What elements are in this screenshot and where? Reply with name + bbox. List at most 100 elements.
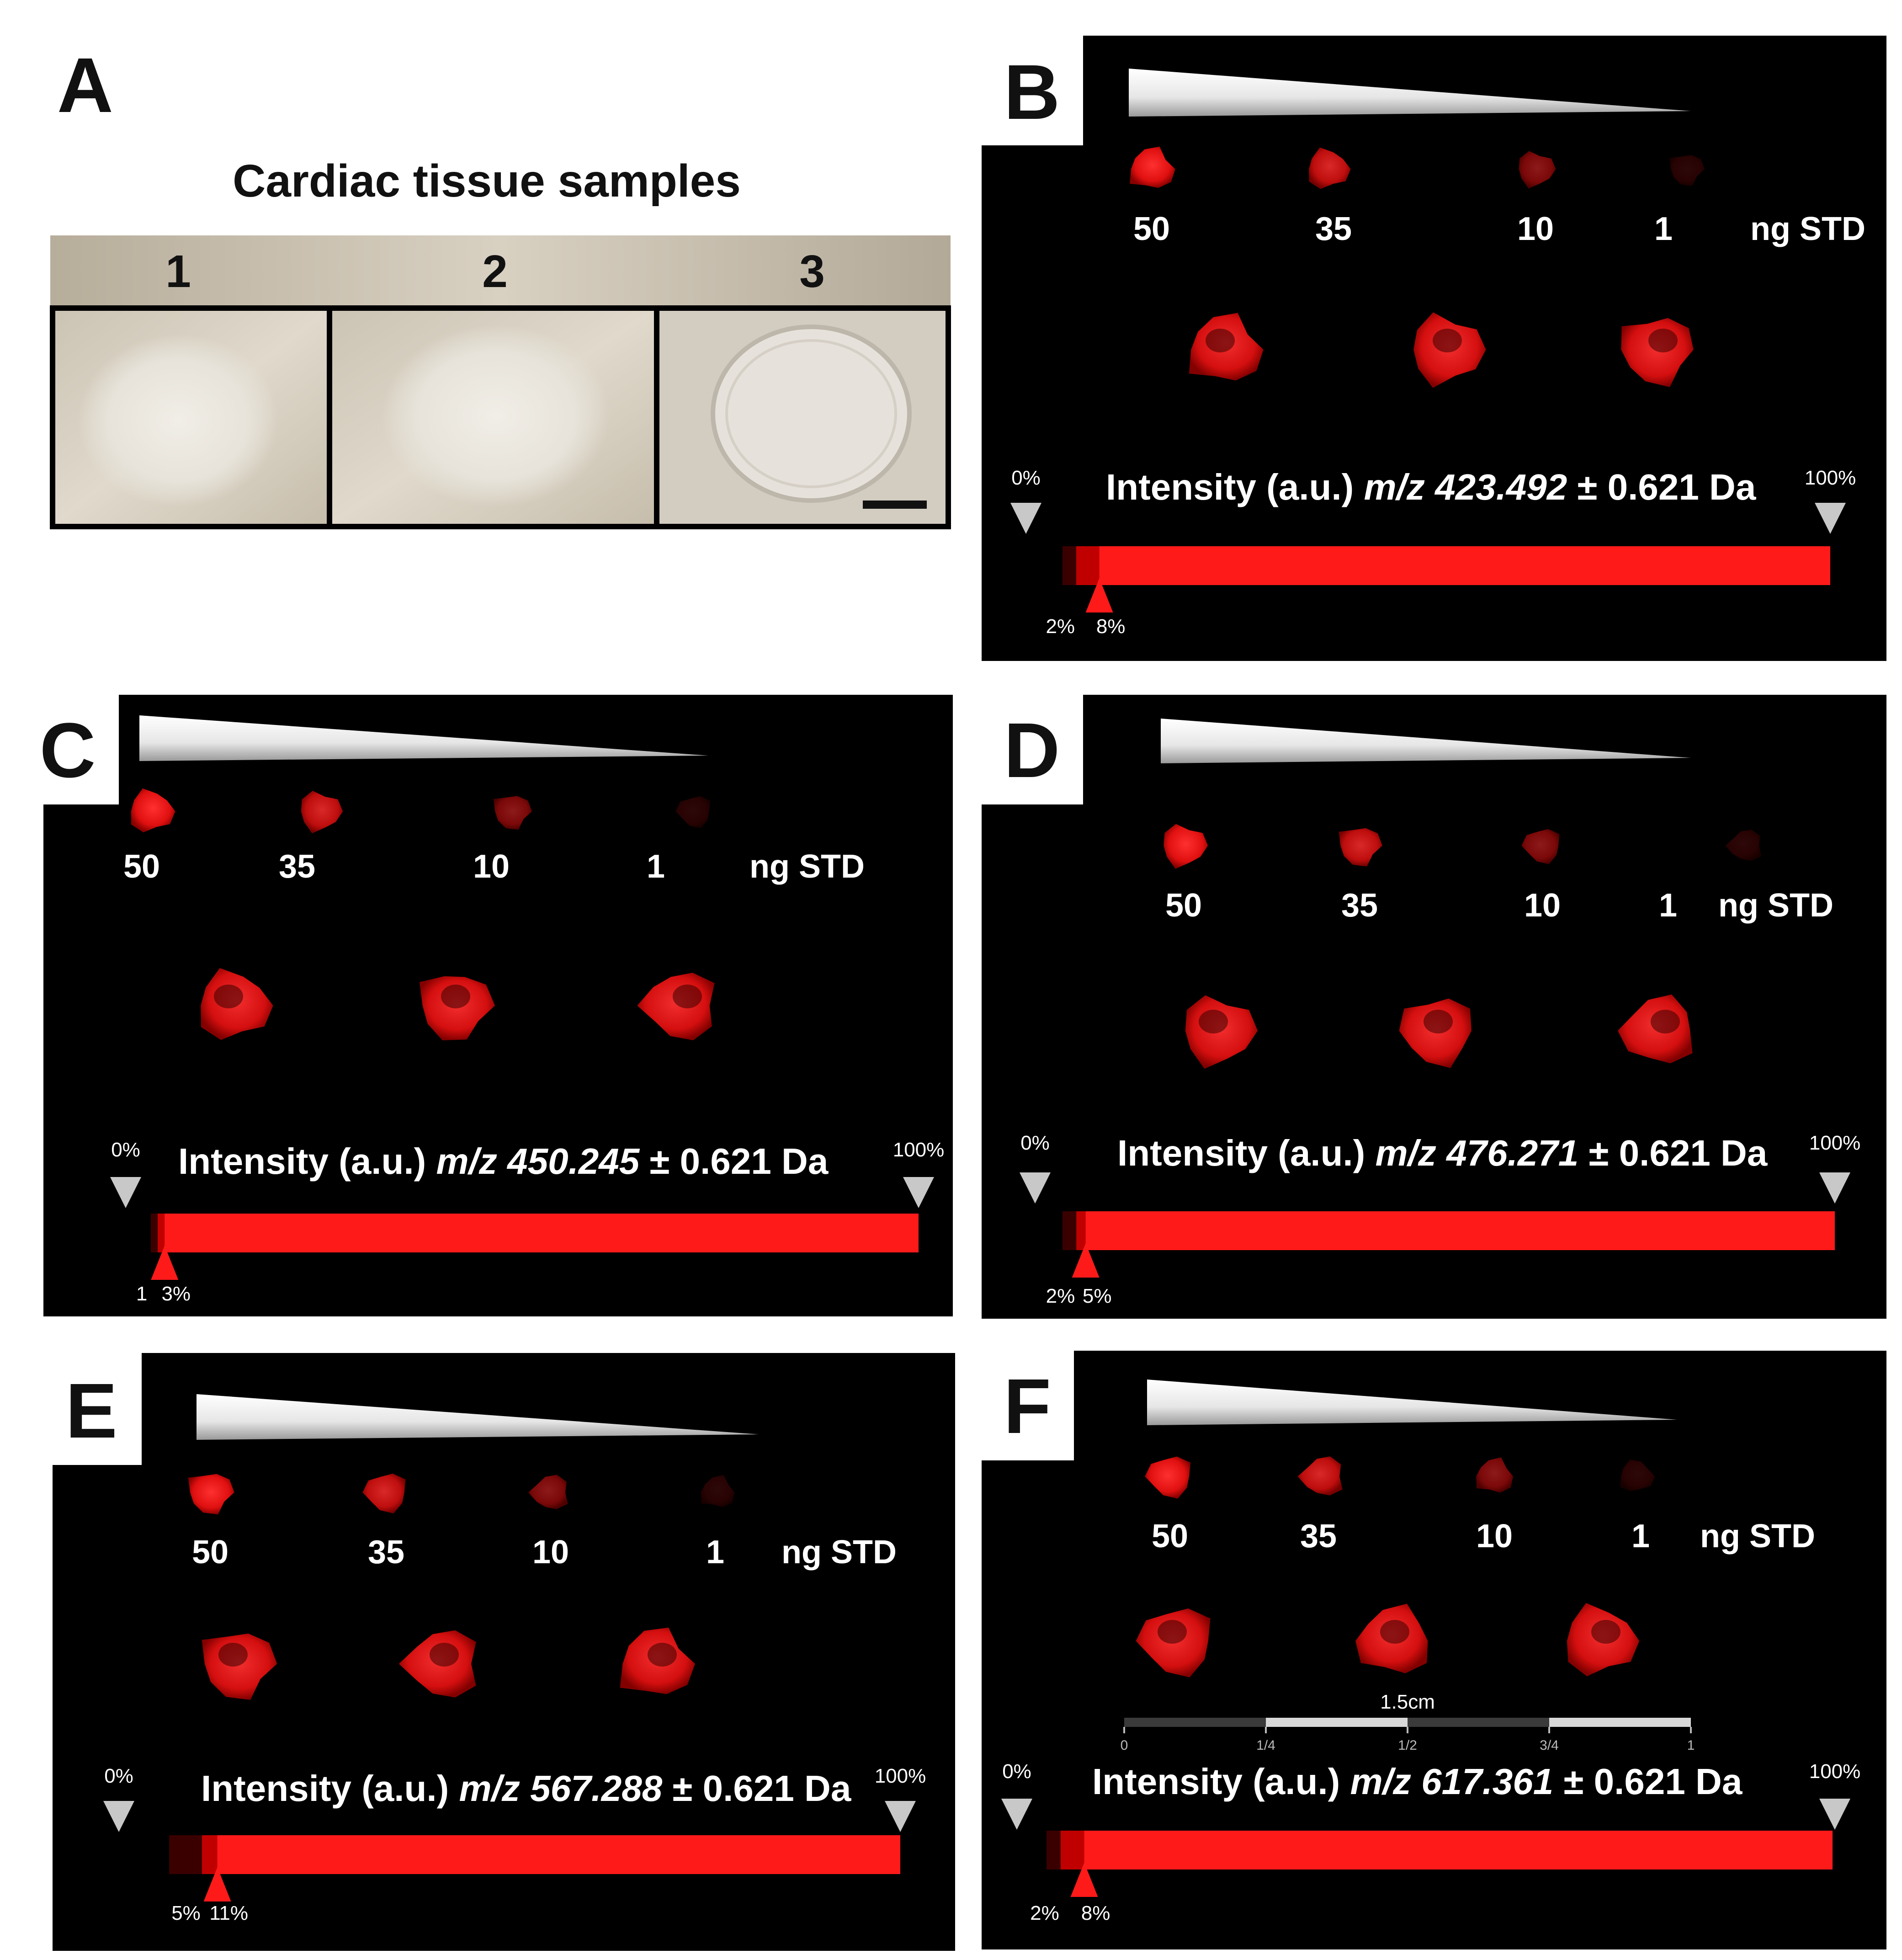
color-bar-ramp-segment xyxy=(202,1835,218,1874)
threshold-label: 5% xyxy=(171,1902,201,1924)
standard-spot-10ng xyxy=(1476,1457,1513,1493)
scale-bar-segment xyxy=(1266,1718,1408,1727)
color-bar-dark-segment xyxy=(1063,1211,1077,1250)
color-bar-ramp-segment xyxy=(1060,1831,1084,1869)
scale-bar-tick-label: 1 xyxy=(1687,1738,1695,1753)
color-bar-dark-segment xyxy=(1063,546,1077,585)
standard-spot-50ng xyxy=(188,1474,234,1515)
concentration-wedge xyxy=(1129,69,1691,117)
scale-min-marker xyxy=(103,1801,134,1832)
concentration-label: 35 xyxy=(1300,1518,1337,1555)
tissue-spot-core xyxy=(430,1643,459,1667)
scale-min-label: 0% xyxy=(1020,1132,1050,1154)
photo-frame xyxy=(50,305,951,529)
panel-letter-c: C xyxy=(40,707,96,794)
panel-letter-b: B xyxy=(1004,49,1060,136)
concentration-wedge xyxy=(1147,1379,1677,1425)
threshold-label: 2% xyxy=(1046,1285,1075,1307)
std-unit-label: ng STD xyxy=(1750,211,1865,247)
scale-max-marker xyxy=(885,1801,916,1832)
threshold-label: 11% xyxy=(209,1902,248,1924)
threshold-label: 3% xyxy=(161,1283,191,1305)
tissue-spot-core xyxy=(673,985,702,1008)
standard-spot-50ng xyxy=(1145,1456,1190,1499)
tissue-spot-core xyxy=(214,985,243,1008)
standard-spot-10ng xyxy=(494,796,532,830)
color-bar-dark-segment xyxy=(169,1835,202,1874)
concentration-label: 35 xyxy=(1341,887,1378,924)
tissue-spot-core xyxy=(1199,1010,1228,1033)
scale-max-marker xyxy=(1819,1172,1850,1204)
concentration-label: 35 xyxy=(1315,211,1352,247)
tissue-photo-1 xyxy=(54,309,329,524)
standard-spot-1ng xyxy=(675,796,711,829)
scale-max-marker xyxy=(1819,1799,1850,1830)
concentration-label: 10 xyxy=(1476,1518,1513,1555)
std-unit-label: ng STD xyxy=(1700,1518,1815,1555)
tissue-spot-core xyxy=(1380,1620,1409,1644)
tissue-sample-2 xyxy=(382,325,610,507)
standard-spot-35ng xyxy=(1297,1456,1343,1496)
panel-letter-a: A xyxy=(57,42,113,129)
panel-f-letter-box xyxy=(982,1351,1074,1460)
standard-spot-1ng xyxy=(701,1475,735,1507)
std-unit-label: ng STD xyxy=(781,1534,897,1571)
intensity-color-bar xyxy=(1047,1831,1833,1869)
scale-max-marker xyxy=(903,1177,934,1208)
tissue-spot-core xyxy=(1158,1620,1187,1644)
scale-bar-tick-label: 0 xyxy=(1121,1738,1128,1753)
tissue-spot-core xyxy=(441,985,470,1008)
intensity-heading: Intensity (a.u.) m/z 567.288 ± 0.621 Da xyxy=(201,1768,851,1809)
concentration-label: 50 xyxy=(1133,211,1170,247)
concentration-label: 10 xyxy=(473,848,510,885)
intensity-heading: Intensity (a.u.) m/z 450.245 ± 0.621 Da xyxy=(178,1141,829,1182)
tissue-spot-2 xyxy=(420,976,495,1040)
scale-bar-tick-label: 3/4 xyxy=(1540,1738,1559,1753)
standard-spot-1ng xyxy=(1725,829,1762,861)
scale-max-marker xyxy=(1815,503,1846,534)
scale-min-marker xyxy=(110,1177,141,1208)
scale-min-label: 0% xyxy=(104,1765,133,1787)
concentration-label: 1 xyxy=(647,848,665,885)
intensity-heading: Intensity (a.u.) m/z 476.271 ± 0.621 Da xyxy=(1117,1133,1768,1173)
tissue-spot-core xyxy=(1206,329,1235,352)
color-bar-ramp-segment xyxy=(1076,1211,1086,1250)
standard-spot-10ng xyxy=(528,1475,568,1509)
threshold-marker xyxy=(1072,1243,1100,1278)
scale-max-label: 100% xyxy=(1809,1760,1861,1783)
concentration-label: 1 xyxy=(1631,1518,1650,1555)
standard-spot-50ng xyxy=(131,788,175,832)
sample-label-strip xyxy=(50,235,951,309)
panel-c-letter-box xyxy=(43,695,119,804)
tissue-photo-3 xyxy=(657,309,946,524)
threshold-label: 2% xyxy=(1046,615,1075,638)
concentration-wedge xyxy=(1161,719,1691,763)
panel-a: A Cardiac tissue samples 1 2 3 xyxy=(50,42,951,529)
threshold-marker xyxy=(1085,578,1113,612)
intensity-color-bar xyxy=(1063,546,1830,585)
scale-max-label: 100% xyxy=(893,1139,945,1161)
concentration-label: 1 xyxy=(1654,211,1673,247)
standard-spot-35ng xyxy=(301,791,343,834)
color-bar-ramp-segment xyxy=(1076,546,1100,585)
concentration-label: 50 xyxy=(1165,887,1202,924)
scale-min-label: 0% xyxy=(1002,1760,1031,1783)
tissue-spot-core xyxy=(1433,329,1462,352)
standard-spot-1ng xyxy=(1620,1459,1655,1491)
tissue-spot-core xyxy=(1424,1010,1453,1033)
scale-max-label: 100% xyxy=(1805,467,1856,489)
panel-letter-f: F xyxy=(1004,1363,1051,1450)
concentration-label: 10 xyxy=(1524,887,1561,924)
tissue-spot-2 xyxy=(1399,998,1472,1068)
concentration-label: 10 xyxy=(532,1534,569,1571)
color-bar-ramp-segment xyxy=(158,1214,165,1252)
intensity-heading: Intensity (a.u.) m/z 617.361 ± 0.621 Da xyxy=(1092,1761,1743,1802)
tissue-spot-core xyxy=(1648,329,1678,352)
panel-b-letter-box xyxy=(982,36,1083,145)
concentration-label: 1 xyxy=(706,1534,724,1571)
threshold-label: 5% xyxy=(1083,1285,1112,1307)
